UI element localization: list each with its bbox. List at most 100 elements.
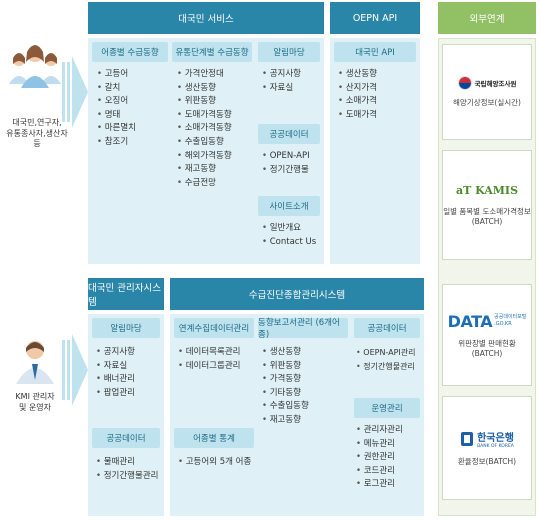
- distribution-item: 생산동향: [177, 82, 232, 96]
- admin-notice-subheader: 알림마당: [92, 318, 160, 338]
- data-logo-text: DATA: [447, 311, 493, 331]
- linkage-item: 데이터목록관리: [178, 346, 241, 360]
- linkage-item: 데이터그룹관리: [178, 360, 241, 374]
- report-item: 생산동향: [262, 346, 309, 360]
- public-data-subheader: 공공데이터: [258, 124, 320, 144]
- fisheries-item: 참조기: [97, 136, 136, 150]
- ops-item: 코드관리: [356, 465, 403, 479]
- distribution-item: 도매가격동향: [177, 109, 232, 123]
- external-card-bok: 한국은행 BANK OF KOREA 환율정보(BATCH): [442, 396, 532, 500]
- ops-item: 메뉴관리: [356, 438, 403, 452]
- stats-list: 고등어외 5개 어종: [178, 456, 252, 470]
- citizen-api-item: 산지가격: [338, 82, 377, 96]
- report-item: 기타동향: [262, 387, 309, 401]
- arrow-bottom: [62, 340, 74, 400]
- supply-public-data-list: OEPN-API관리 정기간행물관리: [356, 346, 416, 374]
- admin-notice-list: 공지사항 자료실 배너관리 팝업관리: [96, 346, 135, 400]
- citizen-users-label: 대국민,연구자, 유통종사자,생산자 등: [6, 118, 68, 148]
- admin-users-label: KMI 관리자 및 운영자: [15, 392, 55, 412]
- external-card-khoa: 국립해양조사원 해양기상정보(실시간): [442, 44, 532, 140]
- bok-logo-sub: BANK OF KOREA: [477, 444, 514, 449]
- open-api-header: OEPN API: [330, 2, 420, 34]
- external-desc: 위판장별 판매현황 (BATCH): [458, 338, 516, 358]
- citizen-api-item: 생산동향: [338, 68, 377, 82]
- ops-list: 관리자관리 메뉴관리 권한관리 코드관리 로그관리: [356, 424, 403, 492]
- fisheries-item: 오징어: [97, 95, 136, 109]
- kamis-logo-icon: aT KAMIS: [455, 183, 519, 197]
- public-data-item: OPEN-API: [262, 150, 310, 164]
- distribution-item: 수급전망: [177, 177, 232, 191]
- site-intro-subheader: 사이트소개: [258, 196, 320, 216]
- notice-subheader: 알림마당: [258, 42, 320, 62]
- site-intro-list: 일반개요 Contact Us: [262, 222, 316, 249]
- fisheries-item: 마른멸치: [97, 122, 136, 136]
- notice-list: 공지사항 자료실: [262, 68, 301, 95]
- admin-public-data-item: 물때관리: [96, 456, 158, 470]
- admin-public-data-list: 물때관리 정기간행물관리: [96, 456, 159, 484]
- site-intro-item: Contact Us: [262, 236, 316, 250]
- citizen-service-header: 대국민 서비스: [88, 2, 324, 34]
- distribution-item: 재고동향: [177, 163, 232, 177]
- stats-item: 고등어외 5개 어종: [178, 456, 252, 470]
- ops-item: 권한관리: [356, 451, 403, 465]
- fisheries-item: 고등어: [97, 68, 136, 82]
- khoa-logo-icon: 국립해양조사원: [457, 76, 517, 90]
- arrow-top: [62, 62, 74, 122]
- ops-subheader: 운영관리: [354, 398, 420, 418]
- external-desc: 해양기상정보(실시간): [453, 98, 521, 107]
- notice-item: 자료실: [262, 82, 301, 96]
- admin-system-panel: [88, 314, 164, 516]
- data-logo-sub: 공공데이터포털 .GO.KR: [494, 314, 527, 327]
- site-intro-item: 일반개요: [262, 222, 316, 236]
- khoa-logo-text: 국립해양조사원: [474, 80, 517, 88]
- distribution-item: 가격안정대: [177, 68, 232, 82]
- citizen-api-item: 소매가격: [338, 95, 377, 109]
- notice-item: 공지사항: [262, 68, 301, 82]
- report-item: 수출입동향: [262, 400, 309, 414]
- citizen-api-list: 생산동향 산지가격 소매가격 도매가격: [338, 68, 377, 122]
- fisheries-list: 고등어 갈치 오징어 명태 마른멸치 참조기: [97, 68, 136, 150]
- external-header: 외부연계: [438, 2, 536, 34]
- distribution-item: 수출입동향: [177, 136, 232, 150]
- supply-public-data-subheader: 공공데이터: [354, 318, 420, 338]
- admin-public-data-subheader: 공공데이터: [92, 428, 160, 448]
- admin-notice-item: 자료실: [96, 360, 135, 374]
- admin-user-icon: [12, 336, 58, 386]
- distribution-list: 가격안정대 생산동향 위판동향 도매가격동향 소매가격동향 수출입동향 해외가격…: [177, 68, 232, 190]
- distribution-item: 해외가격동향: [177, 150, 232, 164]
- public-data-item: 정기간행물: [262, 164, 310, 178]
- public-data-list: OPEN-API 정기간행물: [262, 150, 310, 177]
- admin-system-header: 대국민 관리자시스템: [88, 278, 164, 310]
- stats-subheader: 어종별 통계: [174, 428, 254, 448]
- supply-public-data-item: OEPN-API관리: [356, 346, 415, 360]
- ops-item: 관리자관리: [356, 424, 403, 438]
- ops-item: 로그관리: [356, 478, 403, 492]
- distribution-subheader: 유통단계별 수급동향: [172, 42, 252, 62]
- report-subheader: 동향보고서관리 (6개어종): [258, 318, 348, 340]
- citizen-api-subheader: 대국민 API: [334, 42, 416, 62]
- external-desc: 환율정보(BATCH): [457, 457, 517, 466]
- linkage-subheader: 연계수집데이터관리: [174, 318, 254, 338]
- citizen-users-icon: [6, 38, 64, 108]
- bok-logo-text: 한국은행: [477, 433, 514, 444]
- external-desc: 일별 품목별 도소매가격정보 (BATCH): [443, 206, 531, 226]
- citizen-api-item: 도매가격: [338, 109, 377, 123]
- admin-notice-item: 팝업관리: [96, 387, 135, 401]
- distribution-item: 소매가격동향: [177, 122, 232, 136]
- external-card-kamis: aT KAMIS 일별 품목별 도소매가격정보 (BATCH): [442, 150, 532, 260]
- fisheries-subheader: 어종별 수급동향: [92, 42, 168, 62]
- report-item: 위판동향: [262, 360, 309, 374]
- report-list: 생산동향 위판동향 가격동향 기타동향 수출입동향 재고동향: [262, 346, 309, 428]
- distribution-item: 위판동향: [177, 95, 232, 109]
- supply-public-data-item: 정기간행물관리: [356, 360, 416, 374]
- external-card-data-go-kr: DATA 공공데이터포털 .GO.KR 위판장별 판매현황 (BATCH): [442, 284, 532, 386]
- report-item: 가격동향: [262, 373, 309, 387]
- supply-system-header: 수급진단종합관리시스템: [170, 278, 424, 310]
- admin-notice-item: 배너관리: [96, 373, 135, 387]
- arrow-bottom-head: [72, 334, 88, 406]
- admin-notice-item: 공지사항: [96, 346, 135, 360]
- fisheries-item: 명태: [97, 109, 136, 123]
- admin-public-data-item: 정기간행물관리: [96, 470, 159, 484]
- linkage-list: 데이터목록관리 데이터그룹관리: [178, 346, 241, 374]
- data-go-kr-logo-icon: DATA 공공데이터포털 .GO.KR: [448, 312, 527, 331]
